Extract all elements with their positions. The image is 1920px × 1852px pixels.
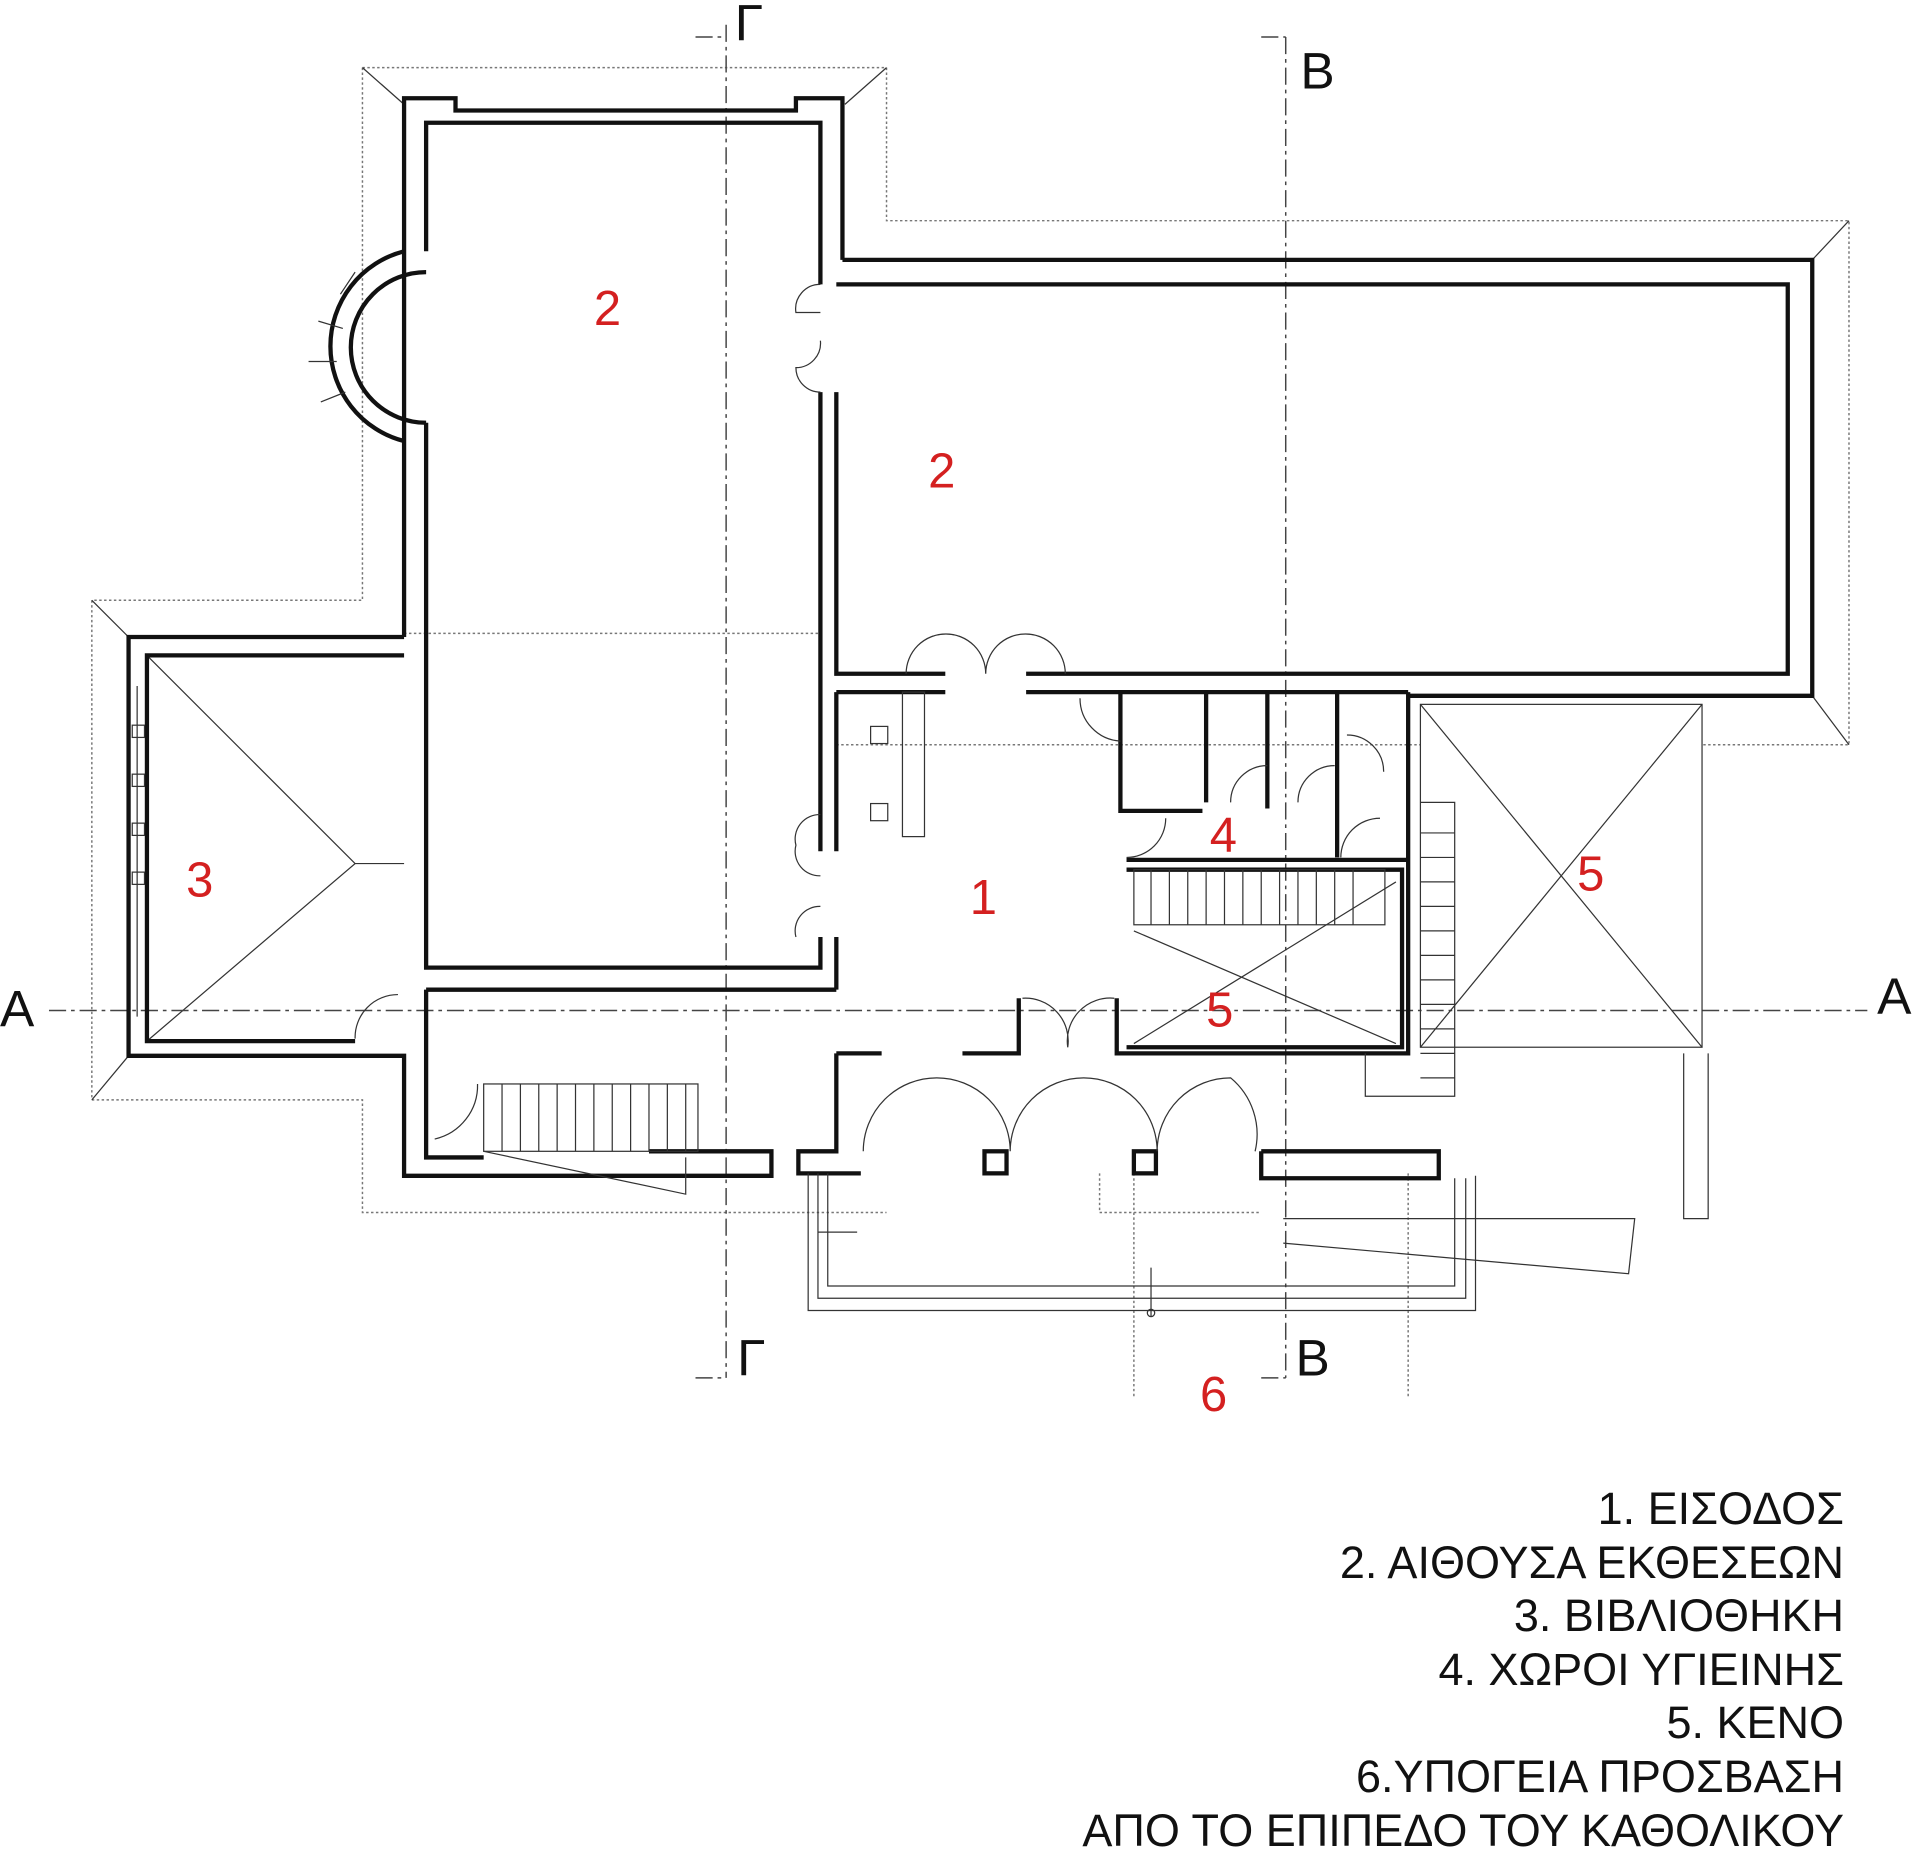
room-label-3: 3 [186, 854, 213, 908]
section-mark-alpha-right: A [1877, 967, 1912, 1025]
section-mark-gamma-bottom: Γ [737, 1328, 765, 1386]
legend-item: 5. ΚΕΝΟ [1666, 1697, 1844, 1749]
section-mark-beta-top: B [1300, 41, 1334, 99]
room-label-2-left: 2 [594, 282, 621, 336]
legend-item: 4. ΧΩΡΟΙ ΥΓΙΕΙΝΗΣ [1438, 1643, 1844, 1695]
room-label-4: 4 [1210, 808, 1237, 862]
section-mark-beta-bottom: B [1296, 1328, 1330, 1386]
stairs-and-voids [483, 703, 1709, 1318]
section-lines [48, 24, 1868, 1397]
legend-item: 1. ΕΙΣΟΔΟΣ [1597, 1483, 1844, 1534]
legend: 1. ΕΙΣΟΔΟΣ 2. ΑΙΘΟΥΣΑ ΕΚΘΕΣΕΩΝ 3. ΒΙΒΛΙΟ… [1082, 1482, 1844, 1852]
legend-item: 6.ΥΠΟΓΕΙΑ ΠΡΟΣΒΑΣΗ [1355, 1750, 1844, 1802]
room-label-5-right: 5 [1577, 847, 1604, 901]
roof-outline [91, 66, 1850, 1214]
room-label-1: 1 [970, 871, 997, 925]
legend-item: 2. ΑΙΘΟΥΣΑ ΕΚΘΕΣΕΩΝ [1339, 1536, 1844, 1588]
doors [354, 283, 1385, 1152]
legend-item: ΑΠΟ ΤΟ ΕΠΙΠΕΔΟ ΤΟΥ ΚΑΘΟΛΙΚΟΥ [1082, 1804, 1844, 1852]
room-label-6: 6 [1200, 1368, 1227, 1422]
walls [126, 96, 1815, 1181]
room-label-5-stair: 5 [1206, 983, 1233, 1037]
room-label-2-right: 2 [928, 445, 955, 499]
legend-item: 3. ΒΙΒΛΙΟΘΗΚΗ [1513, 1590, 1844, 1642]
section-mark-alpha-left: A [0, 979, 35, 1037]
section-mark-gamma-top: Γ [735, 0, 763, 52]
